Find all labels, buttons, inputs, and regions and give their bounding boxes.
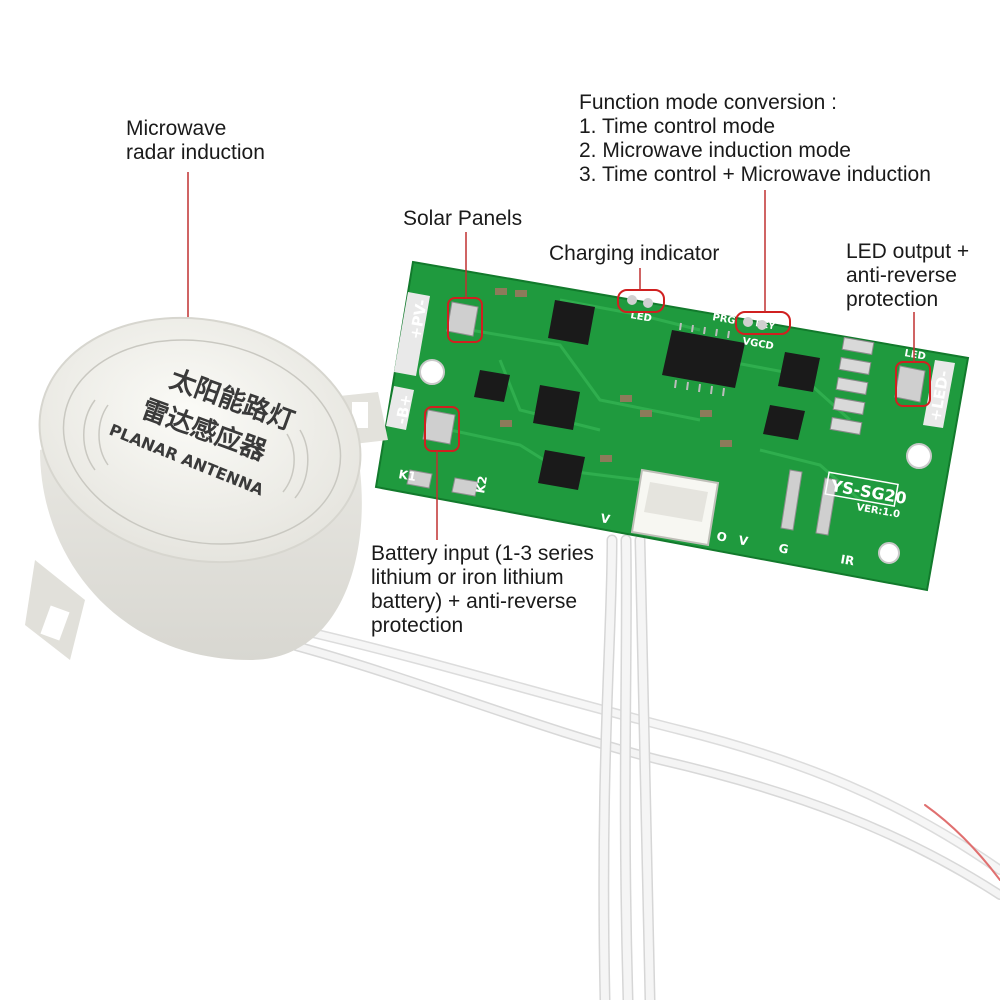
leader-lines — [187, 172, 915, 540]
battery-input-label: Battery input (1-3 series lithium or iro… — [371, 542, 594, 637]
solar-panels-label: Solar Panels — [403, 207, 523, 230]
prg-label: PRG — [711, 312, 736, 327]
pin-o-label: O — [715, 529, 727, 545]
k2-label: K2 — [473, 475, 490, 495]
led-output-label: LED output + anti-reverse protection — [846, 240, 970, 311]
charging-indicator-label: Charging indicator — [549, 242, 720, 265]
function-mode-label: Function mode conversion : 1. Time contr… — [579, 91, 931, 186]
pin-v2-label: V — [599, 511, 611, 527]
pin-v-label: V — [737, 533, 749, 549]
microwave-radar-label: Microwave radar induction — [126, 117, 265, 164]
k1-label: K1 — [397, 467, 417, 484]
pin-g-label: G — [777, 541, 789, 556]
led-out-label: LED — [903, 348, 926, 363]
vgcd-label: VGCD — [741, 336, 774, 352]
highlight-boxes — [424, 289, 931, 452]
led-indicator-label: LED — [629, 310, 652, 325]
battery-silkscreen: -B+ — [392, 393, 415, 426]
microwave-sensor: 太阳能路灯 雷达感应器 PLANAR ANTENNA — [25, 316, 388, 660]
cables — [291, 534, 1000, 1005]
pin-ir-label: IR — [839, 552, 855, 568]
pcb-board: +PV- -B+ +LED- YS-SG20 VER:1.0 K1 K2 LED… — [374, 260, 970, 592]
